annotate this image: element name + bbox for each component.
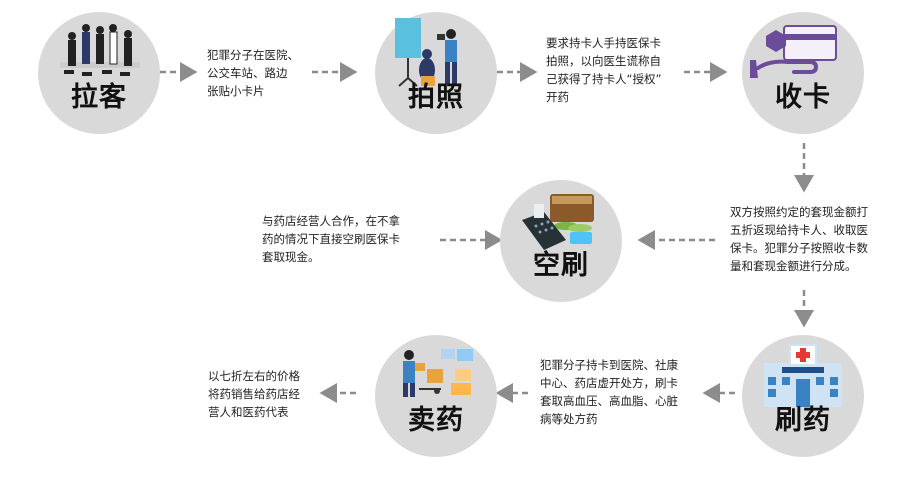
description-4: 与药店经营人合作，在不拿 药的情况下直接空刷医保卡 套取现金。 <box>262 214 400 264</box>
description-2: 要求持卡人手持医保卡 拍照，以向医生谎称自 己获得了持卡人“授权” 开药 <box>546 36 662 104</box>
pos-terminal-icon <box>522 194 594 250</box>
step-node-6: 卖药 <box>375 335 497 457</box>
description-6: 以七折左右的价格 将药销售给药店经 营人和医药代表 <box>208 369 300 419</box>
step-label-6: 卖药 <box>408 405 464 436</box>
photographer-icon <box>395 18 457 87</box>
hand-card-icon <box>750 25 837 78</box>
step-node-5: 刷药 <box>742 335 864 457</box>
step-label-2: 拍照 <box>408 82 464 113</box>
step-node-1: 拉客 <box>38 12 160 134</box>
step-label-1: 拉客 <box>71 82 127 113</box>
description-5: 犯罪分子持卡到医院、社康 中心、药店虚开处方，刷卡 套取高血压、高血脂、心脏 病… <box>540 358 678 426</box>
step-node-2: 拍照 <box>375 12 497 134</box>
description-1: 犯罪分子在医院、 公交车站、路边 张贴小卡片 <box>207 48 299 98</box>
step-label-5: 刷药 <box>775 405 831 436</box>
description-3: 双方按照约定的套现金额打 五折返现给持卡人、收取医 保卡。犯罪分子按照收卡数 量… <box>730 205 868 273</box>
hospital-icon <box>764 344 842 407</box>
step-label-4: 空刷 <box>533 250 589 281</box>
step-label-3: 收卡 <box>775 82 831 113</box>
people-icon <box>60 24 140 76</box>
delivery-icon <box>403 349 473 397</box>
step-node-4: 空刷 <box>500 180 622 302</box>
step-node-3: 收卡 <box>742 12 864 134</box>
